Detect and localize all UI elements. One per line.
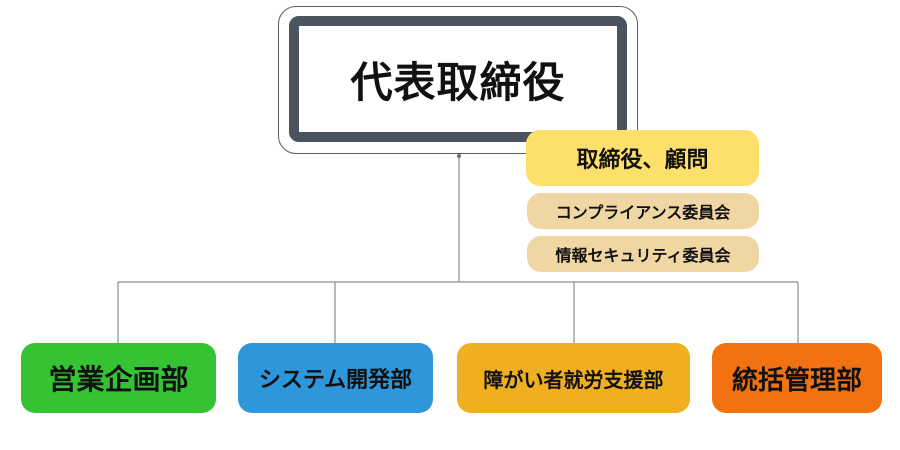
dept-general-management: 統括管理部 [712,343,882,413]
advisory-label: 取締役、顧問 [576,148,709,173]
security-committee-box: 情報セキュリティ委員会 [527,236,759,272]
dept-system-development: システム開発部 [238,343,433,413]
dept-employment-support: 障がい者就労支援部 [457,343,690,413]
security-committee-label: 情報セキュリティ委員会 [555,246,731,265]
dept-label: システム開発部 [258,368,413,393]
ceo-label: 代表取締役 [350,57,566,107]
compliance-committee-label: コンプライアンス委員会 [555,203,731,222]
dept-label: 営業企画部 [48,363,189,396]
ceo-box: 代表取締役 [289,16,627,142]
advisory-box: 取締役、顧問 [526,130,759,186]
trunk-anchor-dot [457,154,461,158]
dept-sales-planning: 営業企画部 [21,343,216,413]
dept-label: 障がい者就労支援部 [483,367,664,392]
dept-label: 統括管理部 [731,365,862,396]
compliance-committee-box: コンプライアンス委員会 [527,193,759,229]
